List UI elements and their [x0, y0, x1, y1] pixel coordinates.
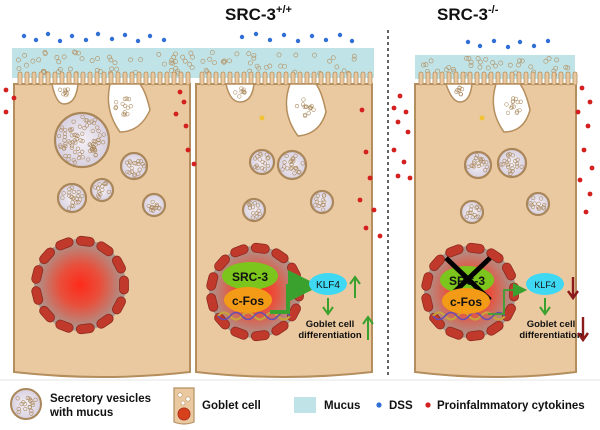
nucleus-wt-left [31, 235, 129, 335]
pathway-knockout: SRC-3 c-Fos KLF4 Goblet cell differentia… [432, 256, 589, 343]
up-arrow-icon [362, 315, 374, 340]
down-arrow-icon [577, 317, 589, 343]
legend-dss-label: DSS [389, 400, 413, 412]
svg-text:Goblet cell: Goblet cell [306, 319, 355, 330]
cfos-protein [442, 288, 490, 314]
legend-cytokine-dot [425, 402, 431, 408]
panel-title-knockout: SRC-3-/- [437, 4, 499, 24]
legend-vesicle-icon [10, 388, 42, 420]
svg-text:differentiation: differentiation [519, 330, 583, 341]
dss-particles [21, 31, 551, 50]
svg-text:c-Fos: c-Fos [232, 294, 264, 308]
cfos-protein [224, 287, 272, 313]
up-arrow-icon [349, 275, 361, 298]
legend-dss-dot [376, 402, 382, 408]
weak-activation-arrow [488, 282, 528, 315]
microvilli [17, 71, 578, 86]
svg-text:SRC-3: SRC-3 [232, 270, 268, 284]
klf4-protein [309, 273, 347, 295]
secretory-vesicles [53, 85, 551, 225]
dna-strand [217, 311, 291, 321]
legend-vesicles-label: Secretory vesicles [50, 393, 151, 405]
dna-strand [432, 311, 506, 321]
svg-text:differentiation: differentiation [298, 330, 362, 341]
legend-vesicles-label-2: with mucus [49, 407, 113, 419]
klf4-protein [526, 273, 564, 295]
legend-goblet-cell-icon [173, 387, 195, 425]
activation-arrow [270, 270, 320, 314]
legend-mucus-swatch [294, 397, 316, 413]
granule [479, 115, 485, 121]
granule [259, 115, 265, 121]
legend-goblet-label: Goblet cell [202, 400, 261, 412]
down-arrow-icon [567, 277, 579, 301]
down-arrow-icon [322, 298, 334, 316]
svg-text:KLF4: KLF4 [534, 280, 556, 290]
src3-protein [222, 262, 278, 290]
pathway-wildtype: SRC-3 c-Fos KLF4 Goblet cell differentia… [217, 262, 374, 341]
svg-text:c-Fos: c-Fos [450, 295, 482, 309]
legend: Secretory vesicles with mucus Goblet cel… [10, 387, 585, 425]
svg-text:Goblet cell: Goblet cell [527, 319, 576, 330]
down-arrow-icon [539, 298, 551, 316]
svg-text:KLF4: KLF4 [316, 280, 340, 291]
panel-title-wildtype: SRC-3+/+ [225, 4, 292, 24]
proinflammatory-cytokines [3, 85, 595, 239]
legend-mucus-label: Mucus [324, 400, 360, 412]
legend-cytokines-label: Proinfalmmatory cytokines [437, 400, 585, 412]
